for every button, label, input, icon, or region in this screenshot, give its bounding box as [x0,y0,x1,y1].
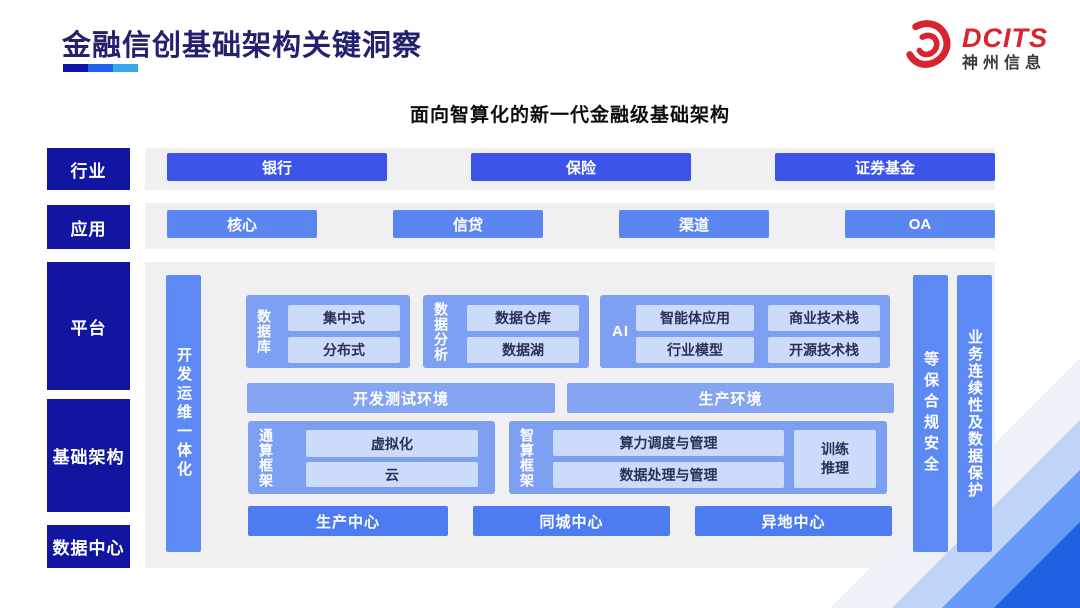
smart-compute-train-infer-box: 训练 推理 [794,430,876,488]
application-item-oa: OA [845,210,995,238]
page-title: 金融信创基础架构关键洞察 [62,30,423,62]
ai-item-commercial-stack: 商业技术栈 [768,305,880,331]
company-logo: DCITS 神州信息 [898,18,1048,79]
layer-label-application: 应用 [47,205,130,249]
production-env-bar: 生产环境 [567,383,894,413]
layer-label-infrastructure: 基础架构 [47,399,130,512]
analytics-group-label: 数据分析 [433,301,449,362]
database-group: 数据库 集中式 分布式 [246,295,410,368]
database-group-label: 数据库 [256,309,272,354]
devops-vertical-bar: 开发运维一体化 [166,275,201,552]
logo-brand-text: DCITS [962,23,1048,54]
industry-item-securities: 证券基金 [775,153,995,181]
smart-compute-group-label: 智算框架 [519,427,535,488]
application-item-core: 核心 [167,210,317,238]
ai-item-opensource-stack: 开源技术栈 [768,337,880,363]
industry-item-insurance: 保险 [471,153,691,181]
general-compute-group: 通算框架 虚拟化 云 [248,421,495,494]
database-item-centralized: 集中式 [288,305,400,331]
smart-compute-item-dataprocessing: 数据处理与管理 [553,462,784,488]
corner-stripes-decoration [830,358,1080,608]
layer-label-industry: 行业 [47,148,130,190]
smart-compute-group: 智算框架 算力调度与管理 数据处理与管理 训练 推理 [509,421,887,494]
general-compute-item-cloud: 云 [306,462,478,487]
title-underline [63,64,138,72]
industry-item-bank: 银行 [167,153,387,181]
analytics-item-warehouse: 数据仓库 [467,305,579,331]
ai-group: AI 智能体应用 商业技术栈 行业模型 开源技术栈 [600,295,890,368]
ai-item-agent-app: 智能体应用 [636,305,754,331]
dcits-swirl-icon [898,18,954,79]
general-compute-item-virtualization: 虚拟化 [306,430,478,457]
application-item-credit: 信贷 [393,210,543,238]
analytics-item-lake: 数据湖 [467,337,579,363]
layer-label-datacenter: 数据中心 [47,525,130,568]
ai-item-industry-model: 行业模型 [636,337,754,363]
diagram-title: 面向智算化的新一代金融级基础架构 [409,105,730,126]
ai-group-label: AI [612,323,629,340]
center-production: 生产中心 [248,506,448,536]
logo-company-text: 神州信息 [962,54,1047,72]
security-compliance-vertical-bar: 等保合规安全 [913,275,948,552]
general-compute-group-label: 通算框架 [258,427,274,488]
center-same-city: 同城中心 [473,506,670,536]
smart-compute-item-scheduling: 算力调度与管理 [553,430,784,456]
dev-test-env-bar: 开发测试环境 [247,383,555,413]
business-continuity-vertical-bar: 业务连续性及数据保护 [957,275,992,552]
center-remote: 异地中心 [695,506,892,536]
application-item-channel: 渠道 [619,210,769,238]
analytics-group: 数据分析 数据仓库 数据湖 [423,295,589,368]
database-item-distributed: 分布式 [288,337,400,363]
layer-label-platform: 平台 [47,262,130,390]
